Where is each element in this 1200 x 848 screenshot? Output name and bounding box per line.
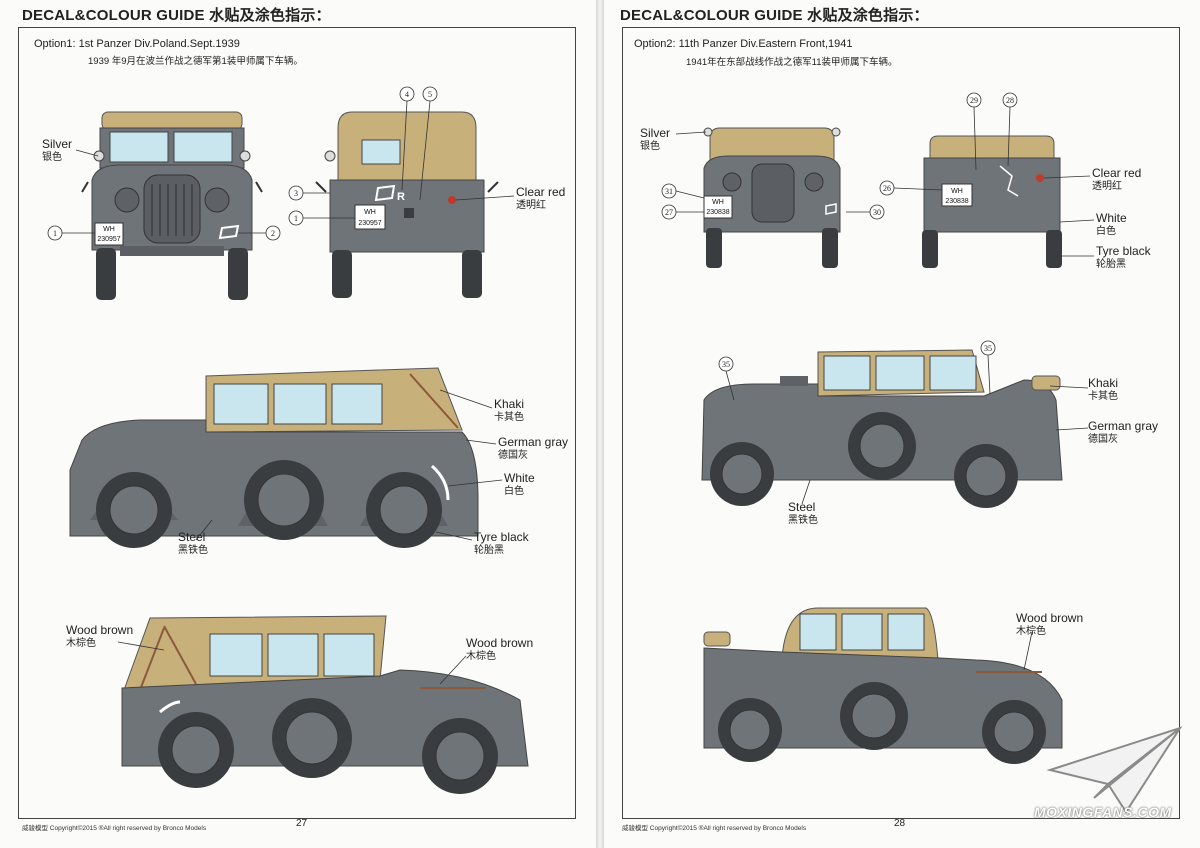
footer-copyright: 威骏模型 Copyright©2015 ®All right reserved … [622,825,807,832]
callout-3: 3 [294,189,298,198]
callout-31: 31 [665,187,673,196]
callout-29: 29 [970,96,978,105]
rear-plate-number: 230838 [945,198,968,205]
callout-28: 28 [1006,96,1014,105]
callout-4: 4 [405,90,409,99]
callout-26: 26 [883,184,891,193]
callout-35b: 35 [984,344,992,353]
callout-2: 2 [271,229,275,238]
side-view-left [121,615,529,794]
option-title: Option1: 1st Panzer Div.Poland.Sept.1939 [34,38,240,50]
side-view-left [703,607,1063,764]
paper-plane-logo [1046,726,1183,814]
watermark-text: MOXINGFANS.COM [1034,804,1172,820]
plate-number: 230957 [97,236,120,243]
callout-27: 27 [665,208,673,217]
guide-frame [18,27,576,819]
option-subtitle: 1939 年9月在波兰作战之德军第1装甲师属下车辆。 [88,56,303,67]
page-28: DECAL&COLOUR GUIDE 水贴及涂色指示： Option2: 11t… [604,0,1200,848]
rear-plate-prefix: WH [951,188,963,195]
callout-35: 35 [722,360,730,369]
callout-1b: 1 [294,214,298,223]
rear-view [922,135,1062,268]
callout-1: 1 [53,229,57,238]
guide-frame [622,27,1180,819]
side-view-right [701,349,1063,508]
vehicle-illustrations: 1 2 3 1 4 5 WH 230957 WH 230957 R [47,86,529,794]
guide-title: DECAL&COLOUR GUIDE 水贴及涂色指示： [620,7,929,24]
plate-prefix: WH [712,199,724,206]
callout-30: 30 [873,208,881,217]
page-number: 27 [296,818,308,829]
option-title: Option2: 11th Panzer Div.Eastern Front,1… [634,38,853,50]
plate-number: 230838 [706,209,729,216]
front-view [81,111,263,300]
vehicle-illustrations: 31 27 30 29 28 26 35 35 WH 230838 WH 230… [661,92,1095,764]
rear-plate-number: 230957 [358,220,381,227]
guide-title: DECAL&COLOUR GUIDE 水贴及涂色指示： [22,7,331,24]
page-gutter [596,0,604,848]
footer-copyright: 威骏模型 Copyright©2015 ®All right reserved … [22,825,207,832]
rear-view [315,111,499,298]
rear-plate-prefix: WH [364,209,376,216]
option-subtitle: 1941年在东部战线作战之德军11装甲师属下车辆。 [686,57,898,68]
front-view [703,127,841,268]
side-view-right [69,367,479,548]
page-number: 28 [894,818,906,829]
tac-letter: R [397,191,405,203]
callout-5: 5 [428,90,432,99]
page-27: DECAL&COLOUR GUIDE 水贴及涂色指示： Option1: 1st… [0,0,596,848]
plate-prefix: WH [103,226,115,233]
